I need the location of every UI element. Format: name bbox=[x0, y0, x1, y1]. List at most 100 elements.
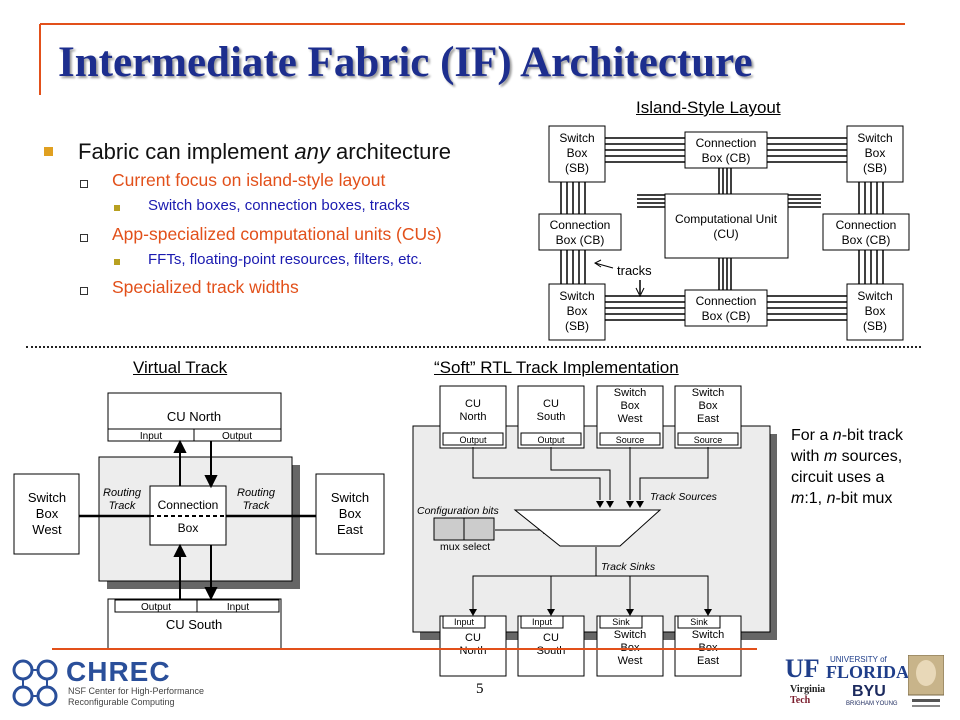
soft-rtl-diagram: CUNorthOutputCUSouthOutputSwitchBoxWestS… bbox=[412, 385, 777, 677]
bullet-marker bbox=[44, 147, 53, 156]
virtual-heading: Virtual Track bbox=[133, 358, 228, 377]
soft-top-box-port: Output bbox=[537, 435, 565, 445]
island-sb-top-right bbox=[846, 125, 904, 183]
bullet-b3: Specialized track widths bbox=[112, 277, 299, 297]
soft-bottom-box-label: West bbox=[618, 655, 643, 667]
soft-top-box-label: Box bbox=[621, 400, 640, 412]
bullet-marker bbox=[80, 287, 88, 295]
mux-note: For a n-bit track with m sources, circui… bbox=[791, 427, 904, 507]
bullet-b1: Current focus on island-style layout bbox=[112, 170, 386, 190]
track-sinks-label: Track Sinks bbox=[601, 561, 656, 573]
soft-bottom-box-label: South bbox=[537, 645, 566, 657]
virtual-track-diagram: CU North Input Output Output Input CU So… bbox=[13, 392, 385, 650]
page-title: Intermediate Fabric (IF) Architecture bbox=[58, 39, 753, 86]
mux-select-label: mux select bbox=[440, 541, 490, 553]
island-tracks-arrow-down bbox=[635, 287, 645, 298]
soft-bottom-box-label: North bbox=[460, 645, 487, 657]
virtual-sb-east bbox=[315, 473, 385, 555]
soft-top-box-label: CU bbox=[465, 398, 481, 410]
bullet-marker bbox=[80, 180, 88, 188]
island-tracks-pointer bbox=[594, 262, 614, 269]
virtual-arrows bbox=[173, 439, 218, 601]
soft-bottom-box-label: CU bbox=[465, 632, 481, 644]
virtual-connection-label: Connection bbox=[158, 498, 219, 512]
island-cb-top bbox=[684, 131, 768, 169]
soft-top-box-label: East bbox=[697, 413, 719, 425]
island-cu bbox=[664, 193, 789, 259]
soft-top-box-label: Box bbox=[699, 400, 718, 412]
page-number: 5 bbox=[476, 681, 484, 697]
virtual-cu-north-label: CU North bbox=[167, 409, 221, 424]
soft-bottom-boxes: InputCUNorthInputCUSouthSinkSwitchBoxWes… bbox=[439, 615, 742, 677]
soft-top-box-label: CU bbox=[543, 398, 559, 410]
bullet-marker bbox=[114, 259, 120, 265]
gwu-seal-icon bbox=[908, 655, 944, 707]
config-bit-1 bbox=[433, 517, 465, 541]
top-accent bbox=[39, 23, 905, 95]
soft-top-box-label: Switch bbox=[692, 387, 724, 399]
virtual-cu-south-label: CU South bbox=[166, 617, 222, 632]
soft-bottom-box-port: Input bbox=[454, 617, 475, 627]
soft-wires bbox=[472, 447, 709, 612]
soft-top-box-label: Switch bbox=[614, 387, 646, 399]
bullet-l1: Fabric can implement any architecture bbox=[78, 139, 451, 164]
virtual-cu-south-output: Output bbox=[141, 602, 171, 613]
chrec-logo-text: CHREC bbox=[66, 656, 171, 687]
soft-bottom-box-port: Sink bbox=[690, 617, 708, 627]
bullet-b2: App-specialized computational units (CUs… bbox=[112, 224, 442, 244]
bullet-b1a: Switch boxes, connection boxes, tracks bbox=[148, 197, 410, 214]
config-bits-label: Configuration bits bbox=[417, 505, 499, 517]
soft-bottom-box-label: Switch bbox=[692, 629, 724, 641]
virtual-box-label: Box bbox=[178, 521, 199, 535]
island-tracks bbox=[560, 137, 884, 321]
virtual-cu-south-input: Input bbox=[227, 602, 249, 613]
uf-logo: UF bbox=[785, 654, 820, 683]
byu-sub: BRIGHAM YOUNG bbox=[846, 701, 898, 707]
footer-rule bbox=[52, 648, 757, 650]
bullet-marker bbox=[114, 205, 120, 211]
soft-top-box-port: Source bbox=[616, 435, 645, 445]
island-cu-text: Computational Unit(CU) bbox=[675, 212, 778, 241]
soft-top-box-port: Output bbox=[459, 435, 487, 445]
soft-bottom-box-port: Sink bbox=[612, 617, 630, 627]
bullet-b2a: FFTs, floating-point resources, filters,… bbox=[148, 251, 423, 268]
soft-mux bbox=[513, 509, 662, 547]
island-sb-top-left bbox=[548, 125, 606, 183]
soft-bottom-box-label: Switch bbox=[614, 629, 646, 641]
soft-bottom-box-port: Input bbox=[532, 617, 553, 627]
island-sb-bottom-left bbox=[548, 283, 606, 341]
virtual-cu-north-output: Output bbox=[222, 431, 252, 442]
island-cb-bottom bbox=[684, 289, 768, 327]
soft-bottom-box-label: CU bbox=[543, 632, 559, 644]
island-sb-bottom-right bbox=[846, 283, 904, 341]
soft-top-boxes: CUNorthOutputCUSouthOutputSwitchBoxWestS… bbox=[439, 385, 742, 449]
config-bit-2 bbox=[463, 517, 495, 541]
island-cb-right bbox=[822, 213, 910, 251]
track-sources-label: Track Sources bbox=[650, 491, 718, 503]
island-cb-left bbox=[538, 213, 622, 251]
virtual-sb-west bbox=[13, 473, 80, 555]
chrec-logo-icon bbox=[12, 659, 58, 707]
soft-top-box-port: Source bbox=[694, 435, 723, 445]
